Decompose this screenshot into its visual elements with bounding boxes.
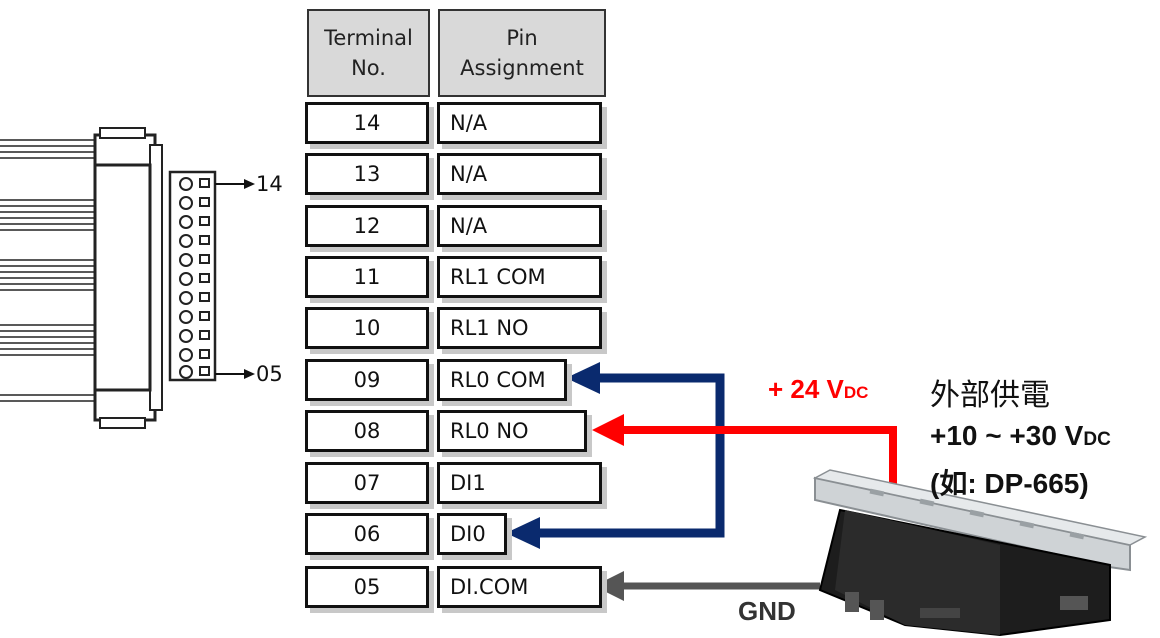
terminal-block-connector bbox=[0, 127, 255, 429]
terminal-no-cell: 07 bbox=[305, 462, 429, 504]
terminal-no-cell: 06 bbox=[305, 513, 429, 555]
terminal-no-cell: 08 bbox=[305, 410, 429, 452]
voltage-label-sub: DC bbox=[843, 383, 869, 402]
power-supply-illustration bbox=[812, 469, 1148, 637]
terminal-no-cell: 14 bbox=[305, 102, 429, 144]
blue-wire bbox=[506, 362, 725, 549]
pin-assignment-cell: N/A bbox=[437, 153, 602, 195]
connector-label-14: 14 bbox=[256, 172, 283, 196]
header-pin-text: Pin Assignment bbox=[460, 26, 584, 80]
terminal-no-cell: 11 bbox=[305, 256, 429, 298]
arrow-to-di-com bbox=[594, 571, 624, 601]
pin-assignment-cell: RL0 NO bbox=[437, 410, 587, 452]
arrow-to-rl0-com bbox=[566, 362, 600, 394]
terminal-no-cell: 05 bbox=[305, 566, 429, 608]
power-range-sub: DC bbox=[1083, 429, 1111, 450]
terminal-no-cell: 10 bbox=[305, 307, 429, 349]
pin-assignment-cell: RL0 COM bbox=[437, 359, 567, 401]
power-example: (如: DP-665) bbox=[930, 468, 1089, 499]
pin-assignment-cell: DI0 bbox=[437, 513, 507, 555]
voltage-label: + 24 VDC bbox=[768, 374, 868, 405]
connector-label-05: 05 bbox=[256, 362, 283, 386]
terminal-no-cell: 09 bbox=[305, 359, 429, 401]
header-terminal-text: Terminal No. bbox=[324, 26, 413, 80]
gnd-label: GND bbox=[738, 596, 796, 626]
pin-assignment-cell: RL1 COM bbox=[437, 256, 602, 298]
pin-assignment-cell: N/A bbox=[437, 102, 602, 144]
pin-assignment-cell: DI.COM bbox=[437, 566, 602, 608]
header-pin-assignment: Pin Assignment bbox=[438, 9, 606, 97]
power-range-main: +10 ~ +30 V bbox=[930, 420, 1084, 451]
terminal-no-cell: 13 bbox=[305, 153, 429, 195]
voltage-label-main: + 24 V bbox=[768, 374, 844, 404]
header-terminal-no: Terminal No. bbox=[307, 9, 430, 97]
terminal-no-cell: 12 bbox=[305, 205, 429, 247]
pin-assignment-cell: RL1 NO bbox=[437, 307, 602, 349]
pin-assignment-cell: DI1 bbox=[437, 462, 602, 504]
gnd-wire bbox=[594, 571, 820, 601]
arrow-to-rl0-no bbox=[592, 414, 624, 446]
arrow-to-di0 bbox=[506, 517, 540, 549]
power-range: +10 ~ +30 VDC bbox=[930, 420, 1111, 452]
red-wire bbox=[592, 414, 897, 490]
pin-assignment-cell: N/A bbox=[437, 205, 602, 247]
power-title: 外部供電 bbox=[930, 378, 1050, 413]
